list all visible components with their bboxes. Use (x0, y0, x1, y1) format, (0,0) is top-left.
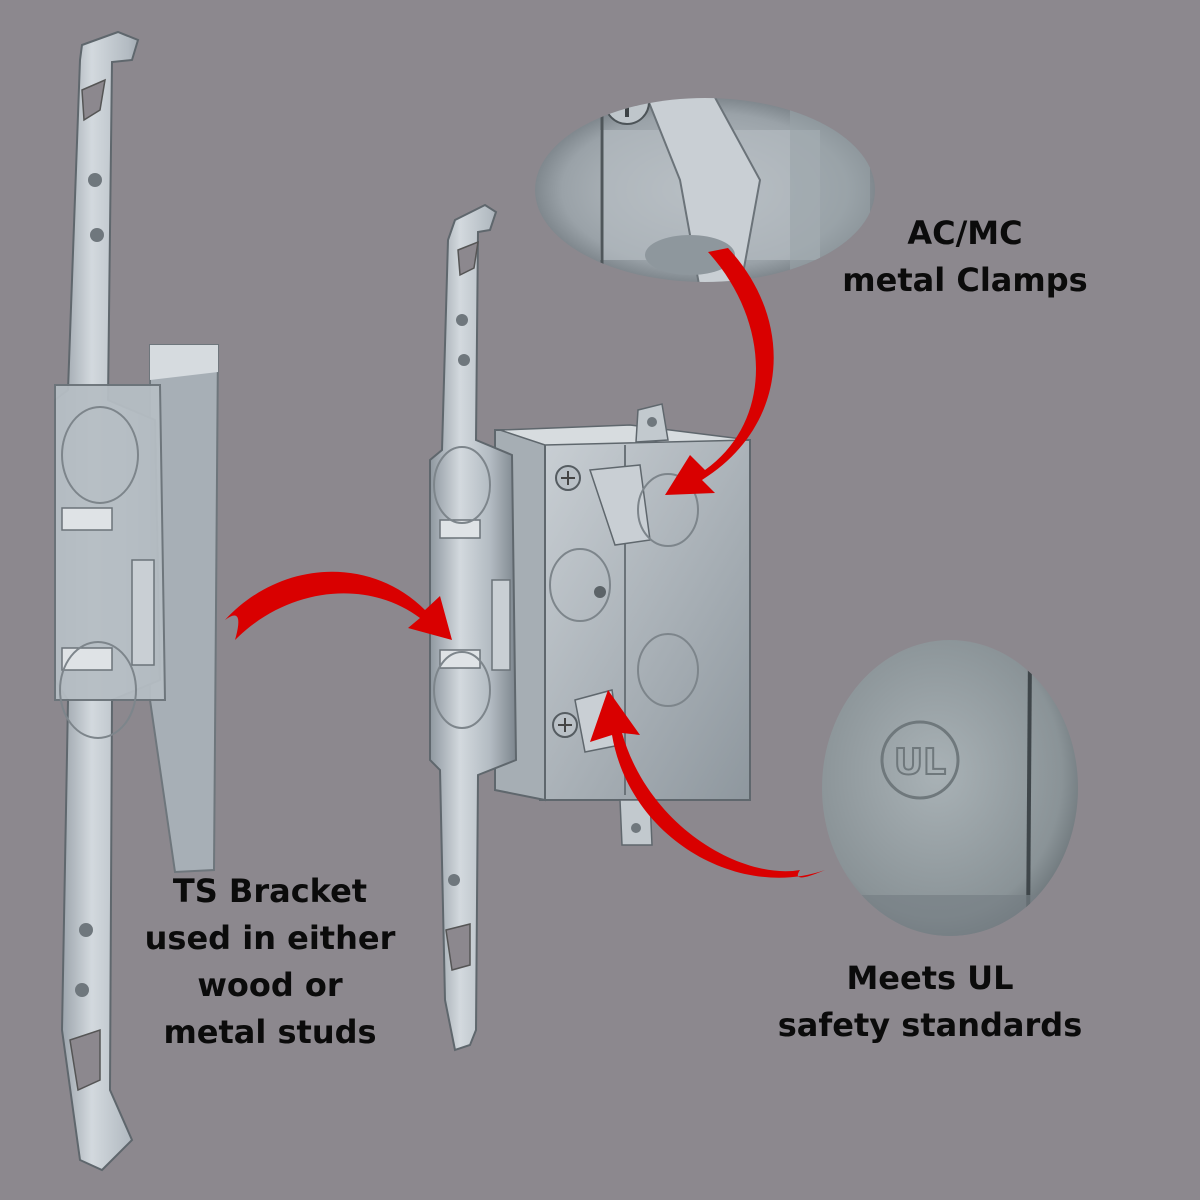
bracket-caption-line-4: metal studs (163, 1013, 377, 1051)
arrow-to-clamp (665, 248, 774, 495)
ul-zoom-callout: UL (822, 640, 1078, 936)
ul-mark: UL (894, 742, 946, 783)
clamps-caption-line-1: AC/MC (907, 214, 1023, 252)
clamps-caption: AC/MC metal Clamps (800, 210, 1130, 304)
bracket-caption-line-2: used in either (144, 919, 396, 957)
bracket-caption-line-3: wood or (197, 966, 343, 1004)
ul-caption-line-2: safety standards (777, 1006, 1083, 1044)
bracket-caption: TS Bracket used in either wood or metal … (120, 868, 420, 1056)
switch-box-assembly (429, 203, 751, 1052)
clamp-zoom-callout (535, 98, 875, 282)
ts-bracket-large (54, 30, 220, 1172)
arrow-to-bracket (225, 571, 452, 640)
bracket-caption-line-1: TS Bracket (172, 872, 368, 910)
clamps-caption-line-2: metal Clamps (842, 261, 1088, 299)
ul-caption: Meets UL safety standards (740, 955, 1120, 1049)
arrow-to-ul-mark (590, 690, 825, 878)
ul-caption-line-1: Meets UL (846, 959, 1014, 997)
